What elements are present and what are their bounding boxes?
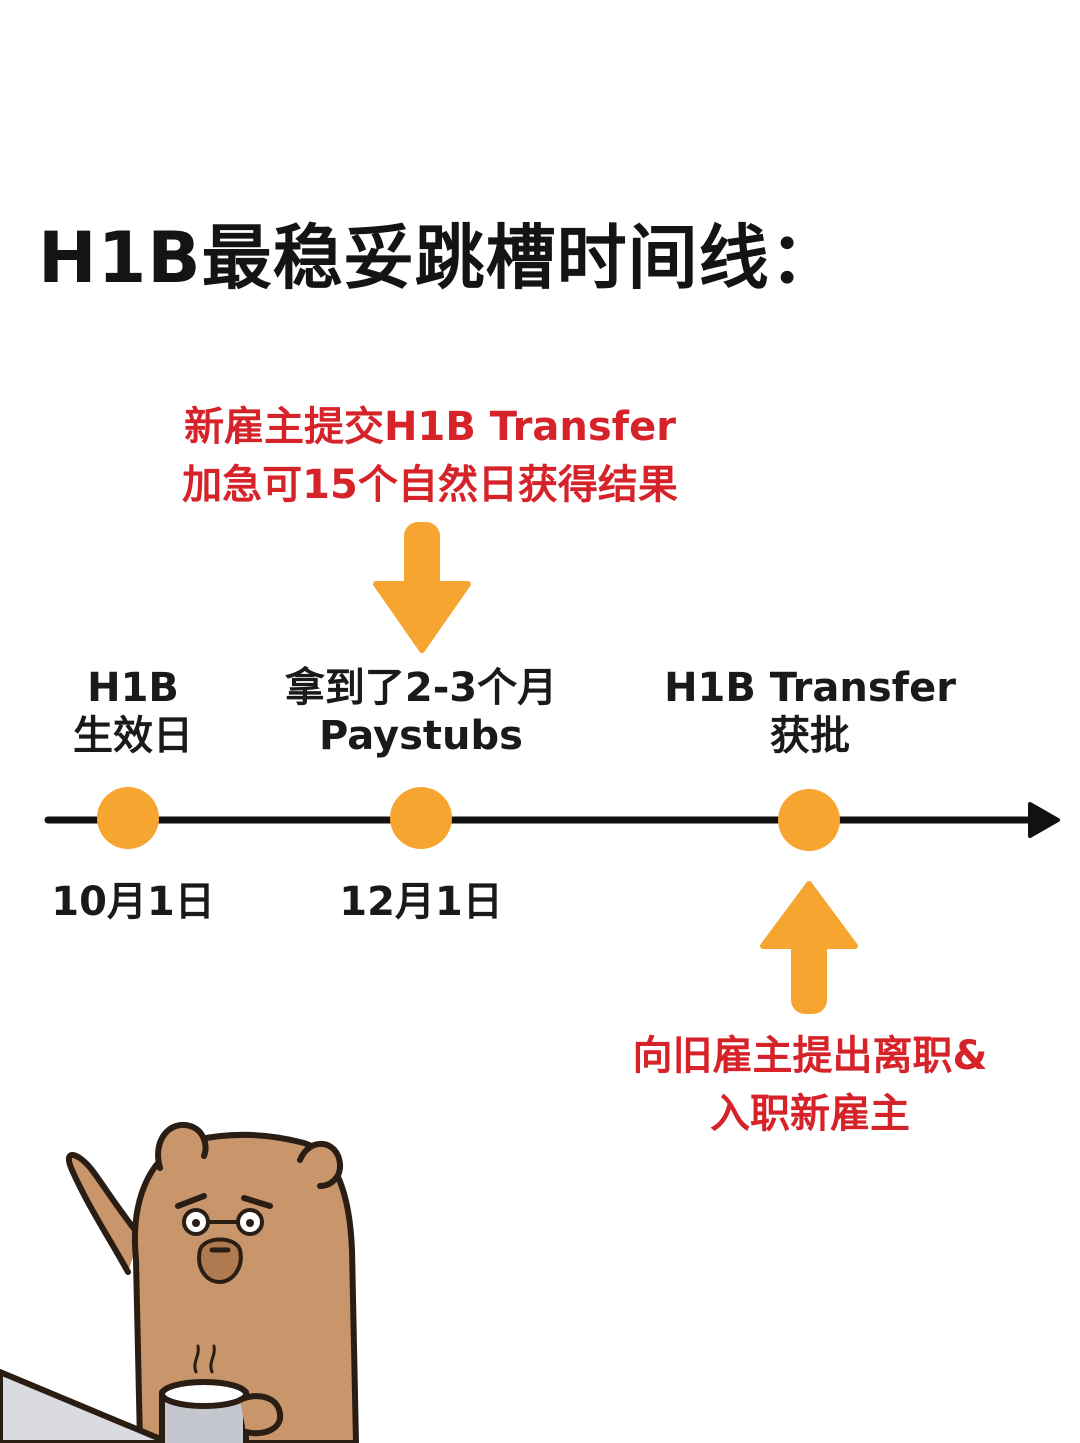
top-note-line-1: 新雇主提交H1B Transfer [184,404,676,450]
event-label-3: H1B Transfer 获批 [640,664,980,760]
timeline-dot-2 [390,787,452,849]
timeline-dot-1 [97,787,159,849]
event-2-line-1: 拿到了2-3个月 [284,665,558,711]
timeline-dot-3 [778,789,840,851]
event-2-line-2: Paystubs [319,713,523,759]
bottom-note-line-2: 入职新雇主 [710,1091,910,1137]
event-date-1: 10月1日 [51,879,215,925]
event-3-line-2: 获批 [770,713,850,759]
event-label-1: H1B 生效日 [28,664,238,760]
event-date-2: 12月1日 [339,879,503,925]
bear-illustration [0,1121,359,1443]
event-label-2: 拿到了2-3个月 Paystubs [246,664,596,760]
timeline-axis [44,802,1060,838]
top-note-line-2: 加急可15个自然日获得结果 [182,462,678,508]
page-title: H1B最稳妥跳槽时间线： [38,217,841,299]
top-note: 新雇主提交H1B Transfer 加急可15个自然日获得结果 [120,398,740,514]
event-1-line-2: 生效日 [73,713,193,759]
down-arrow-icon [373,522,471,653]
bottom-note: 向旧雇主提出离职& 入职新雇主 [560,1027,1060,1143]
up-arrow-icon [760,881,858,1014]
bottom-note-line-1: 向旧雇主提出离职& [632,1033,988,1079]
event-3-line-1: H1B Transfer [664,665,956,711]
event-1-line-1: H1B [87,665,179,711]
